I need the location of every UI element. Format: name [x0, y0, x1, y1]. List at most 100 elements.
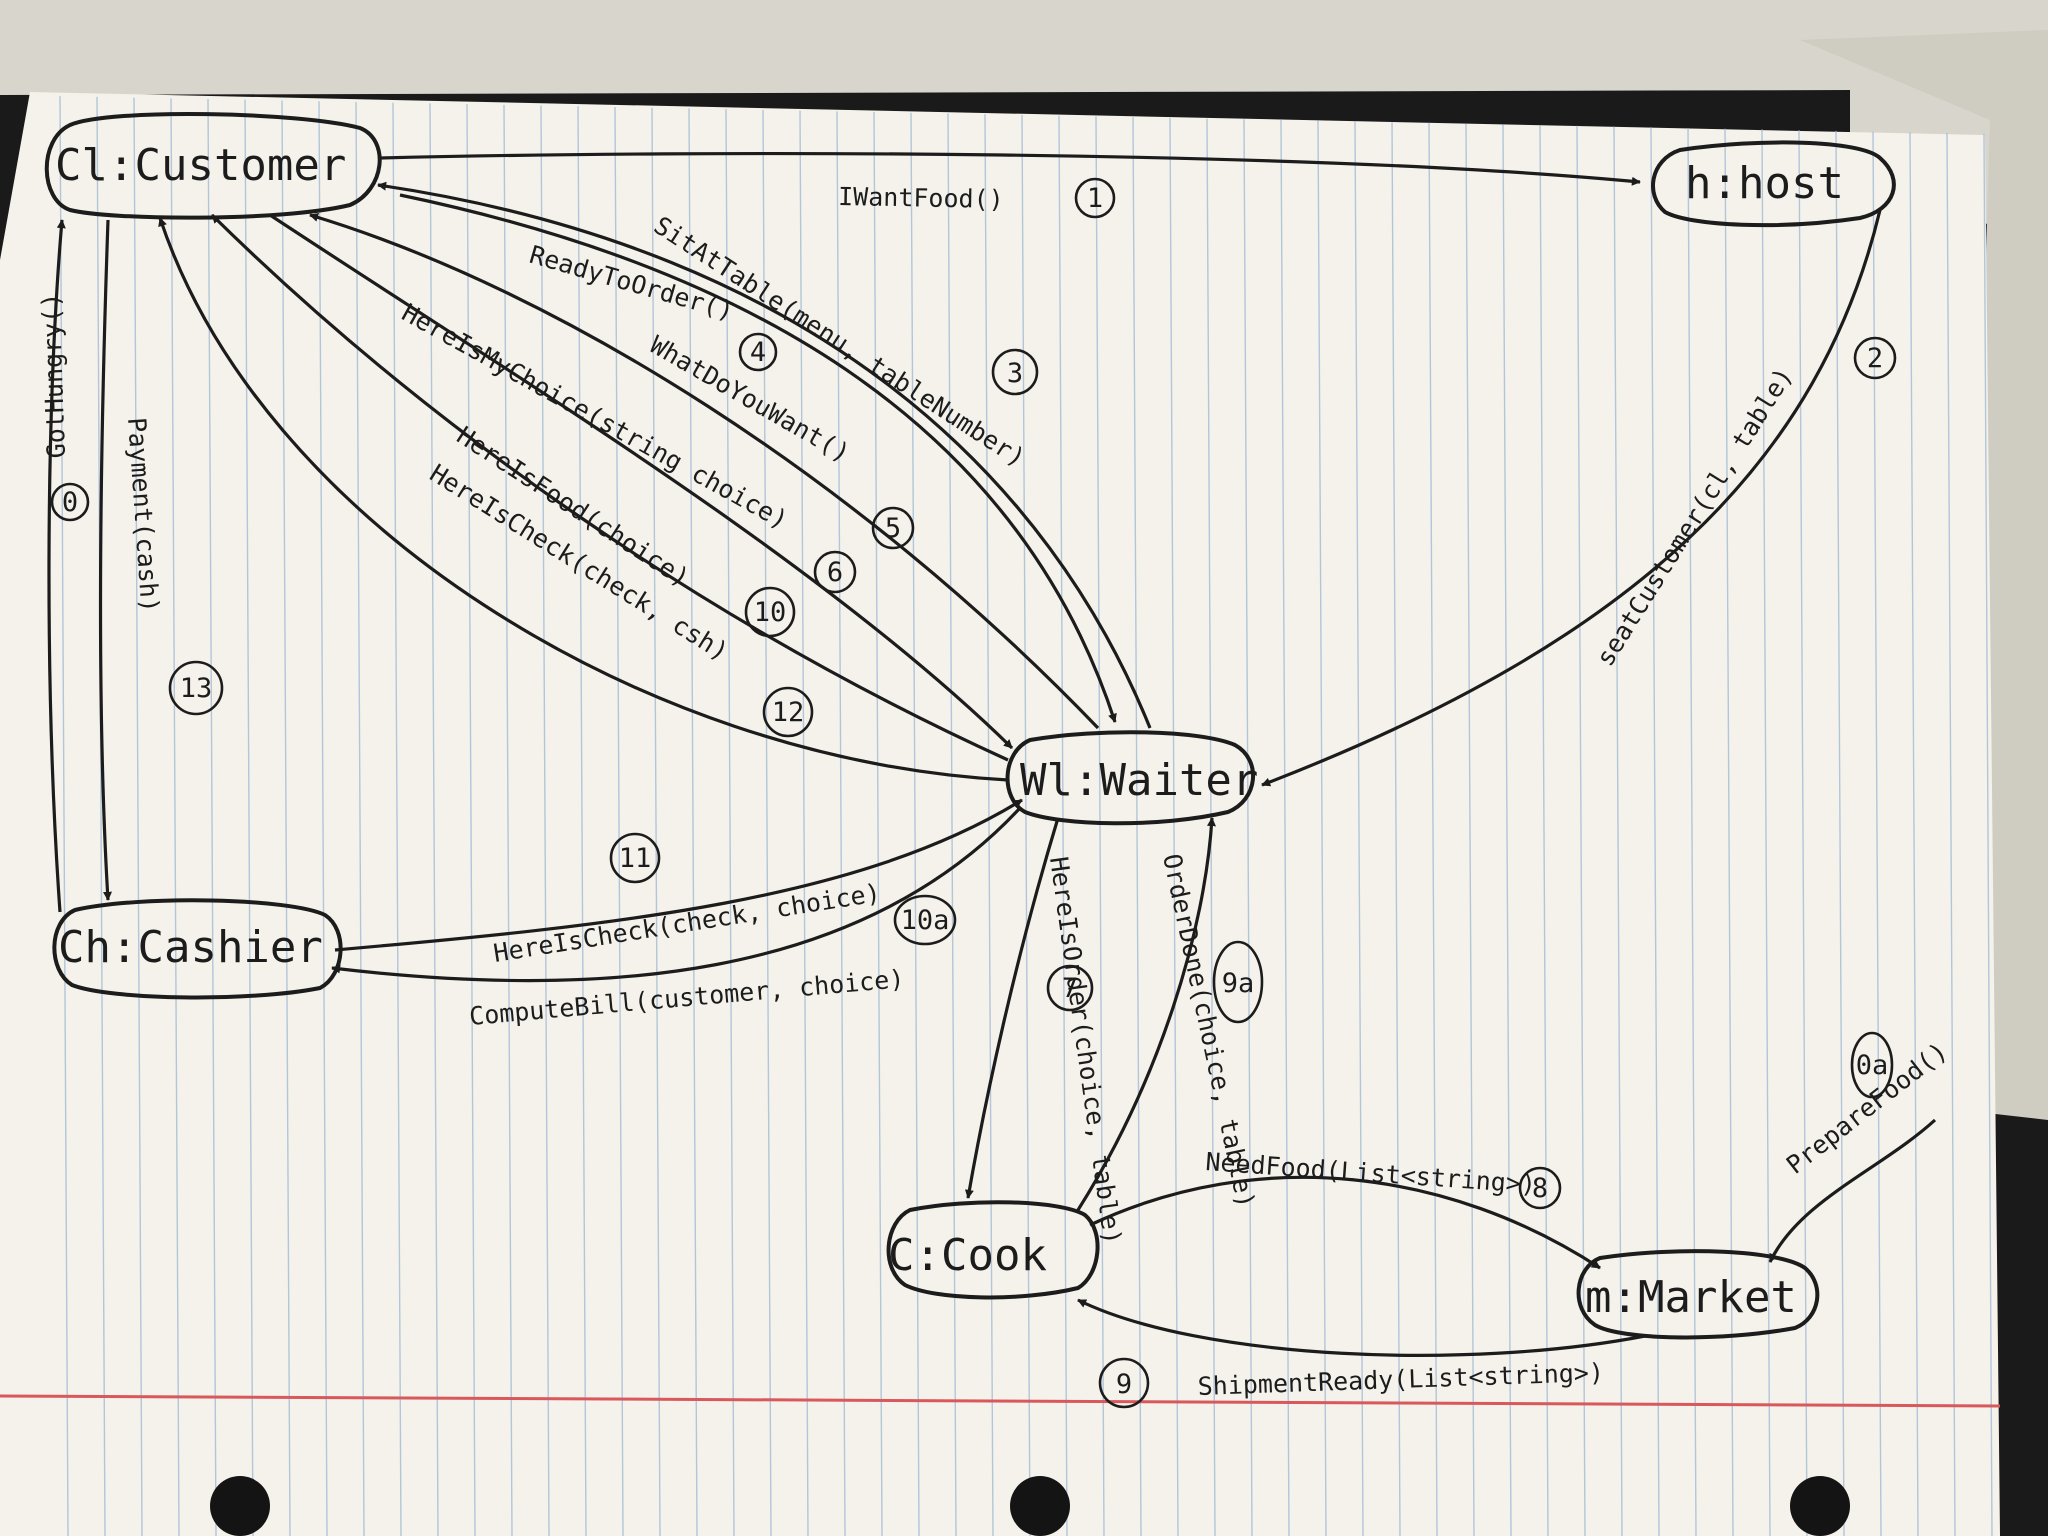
paper-rule-line	[947, 113, 957, 1536]
step-marker: 9	[1098, 1357, 1150, 1409]
step-number: 5	[885, 513, 901, 544]
edge-line	[377, 181, 1152, 729]
paper-rule-line	[1835, 130, 1845, 1536]
node-outline	[1651, 140, 1896, 228]
step-circle	[991, 348, 1039, 396]
step-circle	[609, 832, 661, 884]
node-label: Ch:Cashier	[58, 922, 323, 973]
edge-line	[47, 219, 66, 913]
step-number: 12	[772, 697, 805, 728]
paper-rule-line	[577, 106, 587, 1536]
edge-line	[379, 151, 1641, 186]
paper-rule-line	[59, 96, 69, 1536]
paper-rule-line	[133, 97, 143, 1536]
paper-rule-line	[1169, 117, 1179, 1536]
step-circle	[1853, 336, 1897, 380]
paper-rule-line	[1354, 121, 1364, 1536]
step-number: 9	[1116, 1369, 1132, 1400]
paper-rule-line	[1798, 130, 1808, 1536]
node-label: Wl:Waiter	[1020, 755, 1258, 806]
paper-rule-line	[1983, 133, 1993, 1536]
step-marker: 6	[813, 550, 857, 594]
step-number: 9a	[1222, 968, 1255, 999]
edge-line	[331, 806, 1022, 983]
paper-rule-line	[1132, 117, 1142, 1536]
binder-hole-1	[210, 1476, 270, 1536]
step-circle	[738, 332, 778, 372]
step-number: 13	[180, 673, 213, 704]
edge-line	[1089, 1175, 1601, 1270]
step-marker: 1	[1074, 177, 1116, 219]
paper-margin-line	[0, 1394, 2001, 1408]
edge-label: IWantFood()	[838, 182, 1004, 214]
paper-rule-line	[355, 101, 365, 1536]
paper-rule-line	[207, 99, 217, 1536]
paper-rule-line	[1650, 127, 1660, 1536]
step-marker: 0	[50, 482, 90, 522]
paper-rule-line	[429, 103, 439, 1536]
step-circle	[1212, 940, 1264, 1024]
paper-rule-line	[170, 98, 180, 1536]
step-circle	[1098, 1357, 1150, 1409]
paper-rule-line	[503, 104, 513, 1536]
step-circle	[871, 506, 915, 550]
paper-rule-line	[1391, 122, 1401, 1536]
edge-line	[399, 193, 1117, 723]
step-marker: 2	[1853, 336, 1897, 380]
paper-rule-line	[688, 108, 698, 1536]
node-customer: Cl:Customer	[44, 111, 382, 220]
step-number: 4	[750, 337, 766, 368]
step-circle	[893, 894, 957, 946]
paper-rule-line	[873, 112, 883, 1536]
binder-hole-2	[1010, 1476, 1070, 1536]
paper-rule-line	[762, 109, 772, 1536]
step-number: 10a	[901, 905, 950, 936]
step-circle	[50, 482, 90, 522]
step-marker: 0a	[1850, 1031, 1894, 1099]
node-outline	[52, 898, 343, 1000]
paper-rule-line	[1058, 115, 1068, 1536]
paper-rule-line	[1761, 129, 1771, 1536]
step-marker: 11	[609, 832, 661, 884]
step-circle	[744, 586, 796, 638]
paper-rule-line	[1502, 124, 1512, 1536]
node-market: m:Market	[1576, 1249, 1820, 1340]
edge-label: GotHungry()	[36, 292, 71, 458]
step-number: 10	[754, 597, 787, 628]
paper-rule-line	[799, 110, 809, 1536]
paper-rule-line	[540, 105, 550, 1536]
step-number: 6	[827, 557, 843, 588]
step-number: 3	[1007, 358, 1023, 389]
node-cashier: Ch:Cashier	[52, 898, 343, 1000]
step-marker: 3	[991, 348, 1039, 396]
paper-rule-line	[1576, 125, 1586, 1536]
edge-line	[210, 213, 1009, 762]
node-outline	[1576, 1249, 1820, 1340]
step-circle	[1046, 964, 1094, 1012]
node-outline	[886, 1200, 1100, 1300]
paper-rule-line	[281, 100, 291, 1536]
step-circle	[1850, 1031, 1894, 1099]
edge-line	[158, 217, 1009, 782]
edge-line	[1077, 1298, 1646, 1357]
step-circle	[168, 660, 224, 716]
node-label: C:Cook	[888, 1230, 1047, 1281]
edge-line	[334, 798, 1023, 952]
edge-line	[309, 213, 1100, 730]
edge-line	[269, 213, 1014, 750]
paper-rule-line	[96, 96, 106, 1536]
paper-rule-line	[725, 109, 735, 1536]
step-circle	[813, 550, 857, 594]
paper-rule-line	[1909, 132, 1919, 1536]
background-sheet-top	[0, 0, 2048, 230]
edge-line	[1076, 817, 1216, 1211]
step-circle	[1518, 1166, 1562, 1210]
step-number: 1	[1087, 183, 1103, 214]
edge-line	[1261, 209, 1882, 787]
edge-line	[98, 219, 113, 901]
paper-rule-line	[1724, 128, 1734, 1536]
step-marker: 5	[871, 506, 915, 550]
step-marker: 9a	[1212, 940, 1264, 1024]
node-host: h:host	[1651, 140, 1896, 228]
